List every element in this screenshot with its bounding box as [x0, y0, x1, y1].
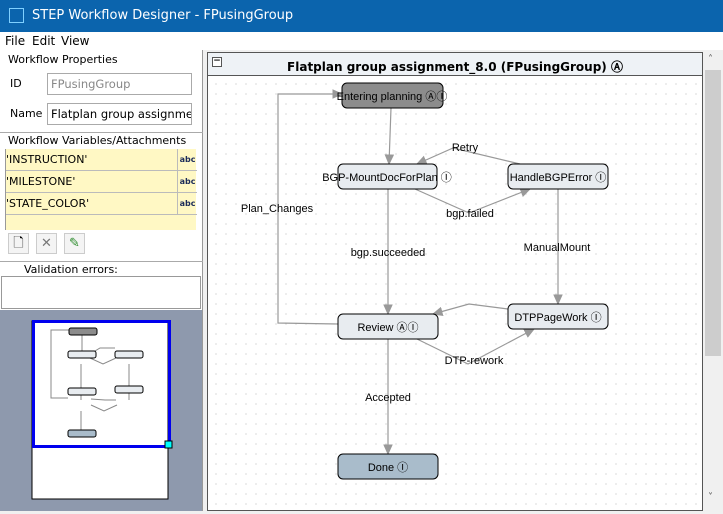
menu-edit[interactable]: Edit — [32, 34, 56, 48]
diagram-title: Flatplan group assignment_8.0 (FPusingGr… — [287, 60, 623, 74]
transition-label[interactable]: Retry — [452, 142, 479, 154]
text-type-icon: abc — [177, 149, 197, 171]
variables-table: 'INSTRUCTION' abc 'MILESTONE' abc 'STATE_C… — [5, 149, 197, 230]
overview-navigator[interactable] — [0, 310, 202, 511]
state-dtppagework[interactable]: DTPPageWork Ⓘ — [507, 303, 609, 330]
menu-file[interactable]: File — [5, 34, 26, 48]
edge-dtp-to-review — [431, 303, 509, 317]
id-field[interactable]: FPusingGroup — [47, 73, 192, 95]
svg-text:Review ⒶⒾ: Review ⒶⒾ — [357, 321, 418, 334]
transition-label[interactable]: bgp.succeeded — [351, 247, 426, 259]
overview-minimap[interactable] — [0, 310, 202, 511]
edge-entering-to-bgp — [384, 107, 395, 166]
variable-row[interactable]: 'STATE_COLOR' abc — [6, 193, 197, 215]
variable-row[interactable]: 'MILESTONE' abc — [6, 171, 197, 193]
edge-plan-changes — [277, 89, 344, 325]
divider — [0, 261, 203, 262]
transition-label[interactable]: Plan_Changes — [241, 203, 314, 215]
text-type-icon: abc — [177, 171, 197, 193]
scroll-up-icon[interactable]: ˄ — [708, 54, 713, 65]
validation-errors-box — [1, 276, 201, 309]
id-label: ID — [10, 77, 22, 90]
collapse-icon[interactable]: − — [212, 56, 222, 67]
delete-icon: ✕ — [41, 236, 52, 251]
viewport-rectangle — [32, 320, 171, 448]
viewport-resize-handle — [164, 440, 173, 449]
divider — [0, 132, 203, 133]
name-label: Name — [10, 107, 43, 120]
state-bgp-mountdocforplan[interactable]: BGP-MountDocForPlan Ⓘ — [322, 163, 452, 190]
new-icon: 🗋 — [13, 236, 24, 251]
scrollbar-thumb[interactable] — [705, 70, 721, 356]
workflow-properties-heading: Workflow Properties — [8, 53, 118, 66]
delete-variable-button[interactable]: ✕ — [36, 233, 57, 254]
transition-label[interactable]: Accepted — [365, 392, 411, 404]
menu-bar: File Edit View — [0, 32, 723, 50]
text-type-icon: abc — [177, 193, 197, 215]
minimap-edges — [50, 329, 130, 435]
state-entering-planning[interactable]: Entering planning ⒶⒾ — [337, 82, 448, 109]
new-variable-button[interactable]: 🗋 — [8, 233, 29, 254]
variable-row[interactable]: 'INSTRUCTION' abc — [6, 149, 197, 171]
menu-view[interactable]: View — [61, 34, 90, 48]
title-bar: STEP Workflow Designer - FPusingGroup — [0, 0, 723, 32]
variable-name: 'INSTRUCTION' — [6, 153, 88, 166]
edge-bgp-failed — [414, 188, 532, 214]
edit-variable-button[interactable]: ✎ — [64, 233, 85, 254]
variables-heading: Workflow Variables/Attachments — [8, 134, 187, 147]
app-icon — [9, 8, 24, 23]
svg-text:BGP-MountDocForPlan Ⓘ: BGP-MountDocForPlan Ⓘ — [322, 171, 452, 184]
state-handlebgperror[interactable]: HandleBGPError Ⓘ — [507, 163, 609, 190]
window-title: STEP Workflow Designer - FPusingGroup — [32, 8, 294, 23]
svg-text:HandleBGPError Ⓘ: HandleBGPError Ⓘ — [510, 171, 607, 184]
svg-text:DTPPageWork Ⓘ: DTPPageWork Ⓘ — [514, 311, 601, 324]
validation-errors-label: Validation errors: — [24, 263, 118, 276]
diagram-canvas[interactable]: Retry bgp.failed Plan_Changes bgp.succee… — [208, 76, 702, 510]
transition-label[interactable]: bgp.failed — [446, 208, 494, 220]
edge-retry — [415, 147, 521, 165]
vertical-scrollbar[interactable]: ˄ ˅ — [703, 52, 723, 511]
svg-text:Entering planning ⒶⒾ: Entering planning ⒶⒾ — [337, 90, 448, 103]
variable-name: 'STATE_COLOR' — [6, 197, 90, 210]
transition-label[interactable]: DTP-rework — [445, 355, 504, 367]
state-review[interactable]: Review ⒶⒾ — [337, 313, 439, 340]
state-done[interactable]: Done Ⓘ — [337, 453, 439, 480]
transition-label[interactable]: ManualMount — [524, 242, 591, 254]
svg-text:Done Ⓘ: Done Ⓘ — [368, 461, 408, 474]
name-field[interactable]: Flatplan group assignment_8 — [47, 103, 192, 125]
variable-name: 'MILESTONE' — [6, 175, 76, 188]
scroll-down-icon[interactable]: ˅ — [708, 492, 713, 503]
diagram-header: − Flatplan group assignment_8.0 (FPusing… — [208, 53, 702, 76]
edge-dtp-rework — [416, 328, 536, 365]
diagram-panel: − Flatplan group assignment_8.0 (FPusing… — [207, 52, 703, 511]
edit-icon: ✎ — [69, 236, 80, 251]
